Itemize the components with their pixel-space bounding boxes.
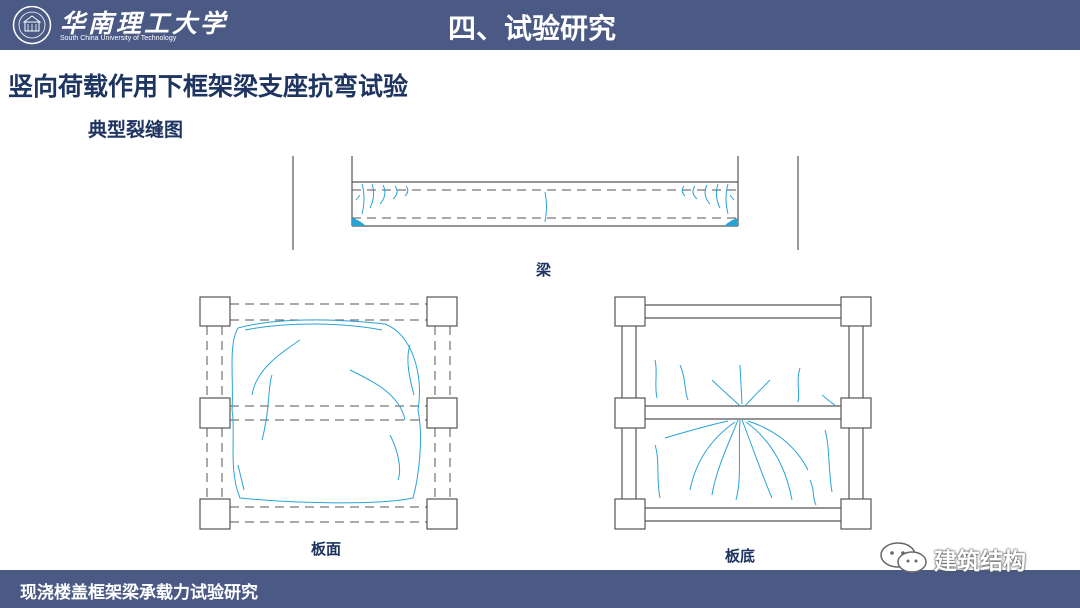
slab-bottom-beams	[621, 304, 864, 522]
beam-crushing-zones	[352, 218, 738, 226]
beam-label: 梁	[536, 261, 552, 279]
slab-top-cracks	[231, 319, 422, 504]
footer-bar: 现浇楼盖框架梁承载力试验研究	[0, 570, 1080, 608]
slide-subtitle: 典型裂缝图	[88, 119, 184, 141]
slab-top-grid	[206, 303, 451, 523]
slide-title: 竖向荷载作用下框架梁支座抗弯试验	[8, 72, 409, 101]
university-seal-icon	[12, 5, 52, 45]
beam-cracks	[355, 183, 735, 223]
watermark-text: 建筑结构	[934, 549, 1026, 575]
section-title: 四、试验研究	[448, 12, 617, 45]
slab-bottom-columns	[614, 296, 872, 530]
university-name-cn: 华南理工大学	[60, 9, 229, 38]
header-bar: 华南理工大学 South China University of Technol…	[0, 0, 1080, 50]
slab-top-label: 板面	[311, 540, 342, 558]
footer-title: 现浇楼盖框架梁承载力试验研究	[20, 583, 258, 603]
university-name-en: South China University of Technology	[60, 35, 177, 42]
slab-bottom-cracks	[654, 359, 836, 506]
slab-bottom-label: 板底	[725, 547, 756, 565]
wechat-icon	[880, 542, 927, 573]
beam-drawing	[292, 156, 799, 250]
slab-top-columns	[199, 296, 458, 530]
